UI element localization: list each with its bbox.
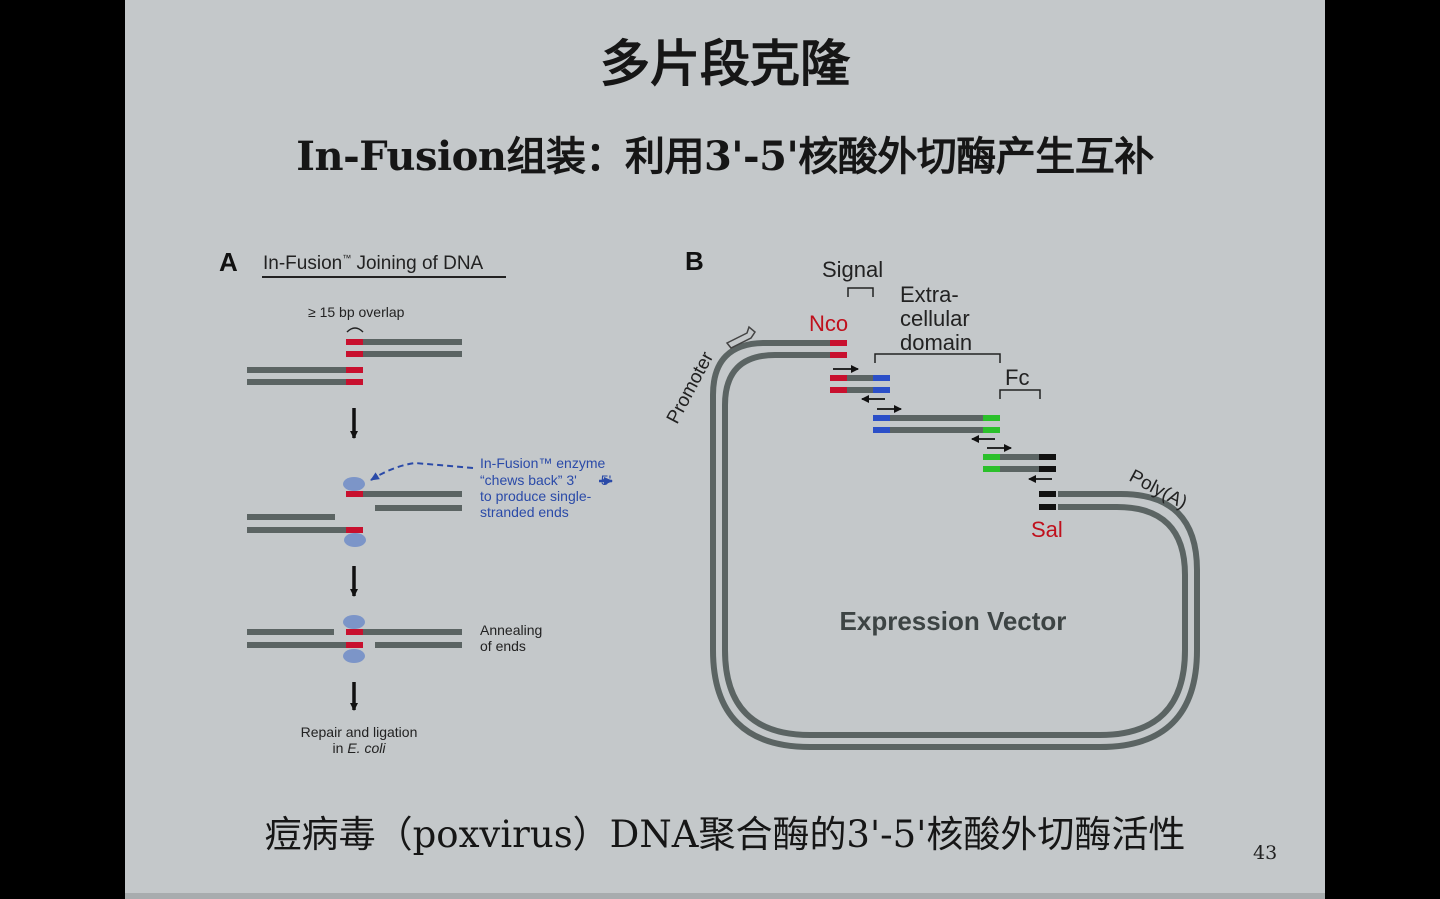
enzyme-shape bbox=[344, 533, 366, 547]
overlap-label: ≥ 15 bp overlap bbox=[308, 304, 405, 320]
promoter-arrow bbox=[725, 325, 756, 349]
enzyme-shape bbox=[343, 615, 365, 629]
enzyme-pointer-arrow bbox=[370, 461, 474, 481]
svg-text:Annealing: Annealing bbox=[480, 622, 542, 638]
signal-label: Signal bbox=[822, 257, 883, 282]
extracellular-fragment bbox=[873, 405, 1000, 443]
svg-text:stranded ends: stranded ends bbox=[480, 504, 569, 520]
annealing-label: Annealing of ends bbox=[480, 622, 542, 654]
panel-a-heading: In-Fusion™ Joining of DNA bbox=[263, 253, 484, 274]
sal-site bbox=[1039, 491, 1056, 510]
repair-label-line1: Repair and ligation bbox=[301, 724, 418, 740]
fc-bracket bbox=[999, 389, 1041, 399]
enzyme-shape bbox=[343, 477, 365, 491]
signal-bracket bbox=[847, 287, 874, 297]
vector-inner-loop bbox=[722, 498, 1188, 738]
signal-fragment bbox=[830, 365, 890, 403]
panel-b-letter: B bbox=[685, 246, 704, 276]
slide-caption: 痘病毒（poxvirus）DNA聚合酶的3'-5'核酸外切酶活性 bbox=[264, 813, 1186, 856]
expression-vector-label: Expression Vector bbox=[840, 606, 1067, 636]
panel-a: A In-Fusion™ Joining of DNA ≥ 15 bp over… bbox=[219, 247, 613, 756]
slide-subtitle: In-Fusion组装：利用3'-5'核酸外切酶产生互补 bbox=[296, 133, 1154, 180]
bottom-strip bbox=[125, 893, 1325, 899]
enzyme-description: In-Fusion™ enzyme “chews back” 3'5' to p… bbox=[480, 455, 613, 520]
vector-inner-strand bbox=[722, 352, 845, 498]
slide: 多片段克隆 In-Fusion组装：利用3'-5'核酸外切酶产生互补 A In-… bbox=[125, 0, 1325, 899]
svg-text:of ends: of ends bbox=[480, 638, 526, 654]
svg-text:Extra-: Extra- bbox=[900, 282, 959, 307]
svg-text:cellular: cellular bbox=[900, 306, 970, 331]
svg-text:domain: domain bbox=[900, 330, 972, 355]
figure: A In-Fusion™ Joining of DNA ≥ 15 bp over… bbox=[219, 246, 1200, 756]
sal-label: Sal bbox=[1031, 517, 1063, 542]
slide-title: 多片段克隆 bbox=[600, 34, 850, 93]
vector-outer-loop bbox=[710, 491, 1200, 750]
extracellular-label: Extra- cellular domain bbox=[900, 282, 972, 355]
nco-site bbox=[830, 340, 847, 358]
overlap-bracket bbox=[346, 327, 364, 333]
vector-outer-strand bbox=[710, 340, 845, 498]
extracellular-bracket bbox=[874, 353, 1001, 363]
repair-label-line2: in E. coli bbox=[333, 740, 387, 756]
step1-dna bbox=[247, 339, 462, 385]
svg-text:to produce single-: to produce single- bbox=[480, 488, 592, 504]
nco-label: Nco bbox=[809, 311, 848, 336]
svg-text:In-Fusion™ enzyme: In-Fusion™ enzyme bbox=[480, 455, 605, 471]
panel-a-letter: A bbox=[219, 247, 238, 277]
svg-text:“chews back” 3'5': “chews back” 3'5' bbox=[480, 472, 611, 488]
page-number: 43 bbox=[1253, 842, 1278, 864]
panel-b: B Expression Vector Promoter Nco bbox=[663, 246, 1200, 750]
enzyme-shape bbox=[343, 649, 365, 663]
step2-dna bbox=[247, 477, 462, 547]
fc-label: Fc bbox=[1005, 365, 1029, 390]
fc-fragment bbox=[983, 444, 1056, 483]
step3-dna bbox=[247, 615, 462, 663]
